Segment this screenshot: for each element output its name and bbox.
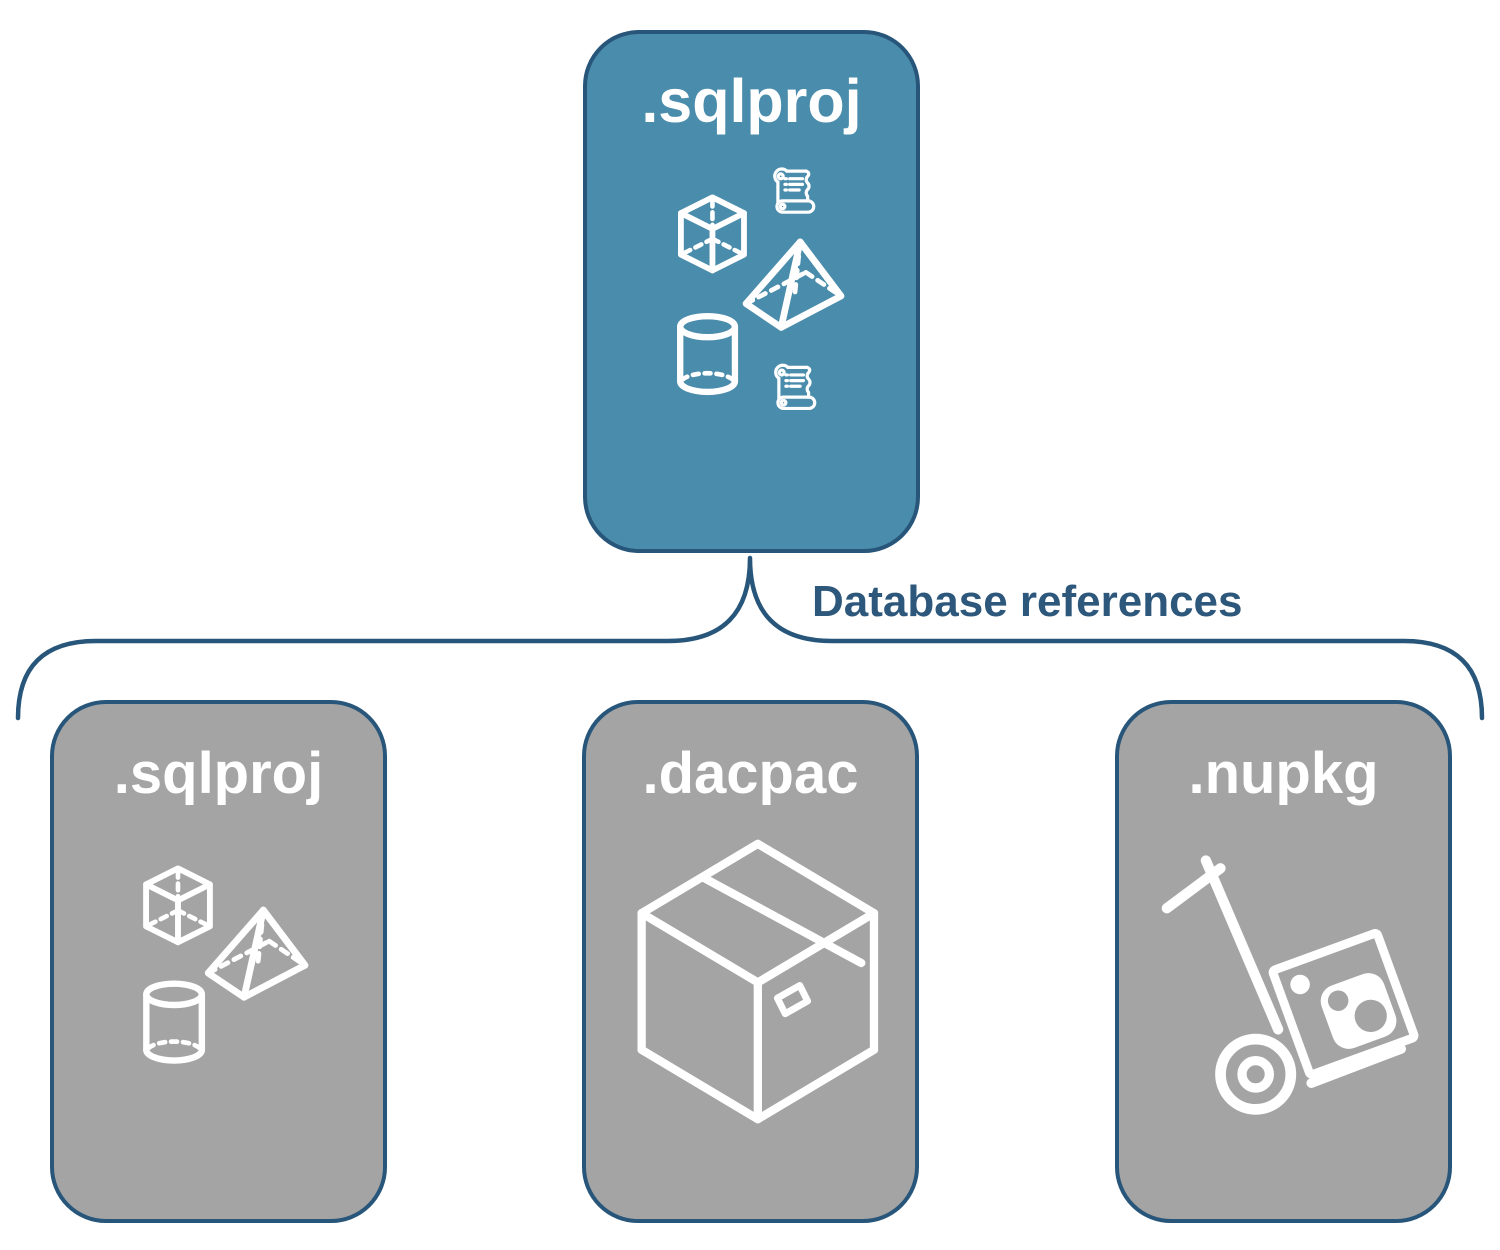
nuget-package <box>1268 929 1419 1079</box>
brace-path <box>15 555 1485 721</box>
pyramid-icon <box>746 242 841 327</box>
node-root-label: .sqlproj <box>641 67 862 135</box>
node-child-nupkg: .nupkg <box>1115 700 1452 1223</box>
node-child-sqlproj: .sqlproj <box>50 700 387 1223</box>
scroll-icon <box>774 363 817 411</box>
truck-handle <box>1161 863 1226 914</box>
cube-icon <box>146 868 210 942</box>
truck-frame <box>1200 855 1284 1035</box>
node-root-sqlproj: .sqlproj <box>583 30 920 553</box>
cylinder-icon <box>680 316 735 392</box>
truck-base-plate <box>1306 1043 1407 1088</box>
node-child-nupkg-label: .nupkg <box>1188 741 1379 806</box>
cube-icon <box>681 197 744 270</box>
connector-label: Database references <box>812 577 1243 626</box>
node-child-dacpac-label: .dacpac <box>642 741 859 806</box>
pyramid-icon <box>208 910 305 997</box>
cylinder-icon <box>146 984 202 1061</box>
node-child-sqlproj-label: .sqlproj <box>113 741 324 806</box>
scroll-icon <box>773 167 816 214</box>
truck-wheel-hub <box>1237 1055 1274 1093</box>
node-child-dacpac: .dacpac <box>582 700 919 1223</box>
truck-wheel <box>1215 1033 1297 1115</box>
